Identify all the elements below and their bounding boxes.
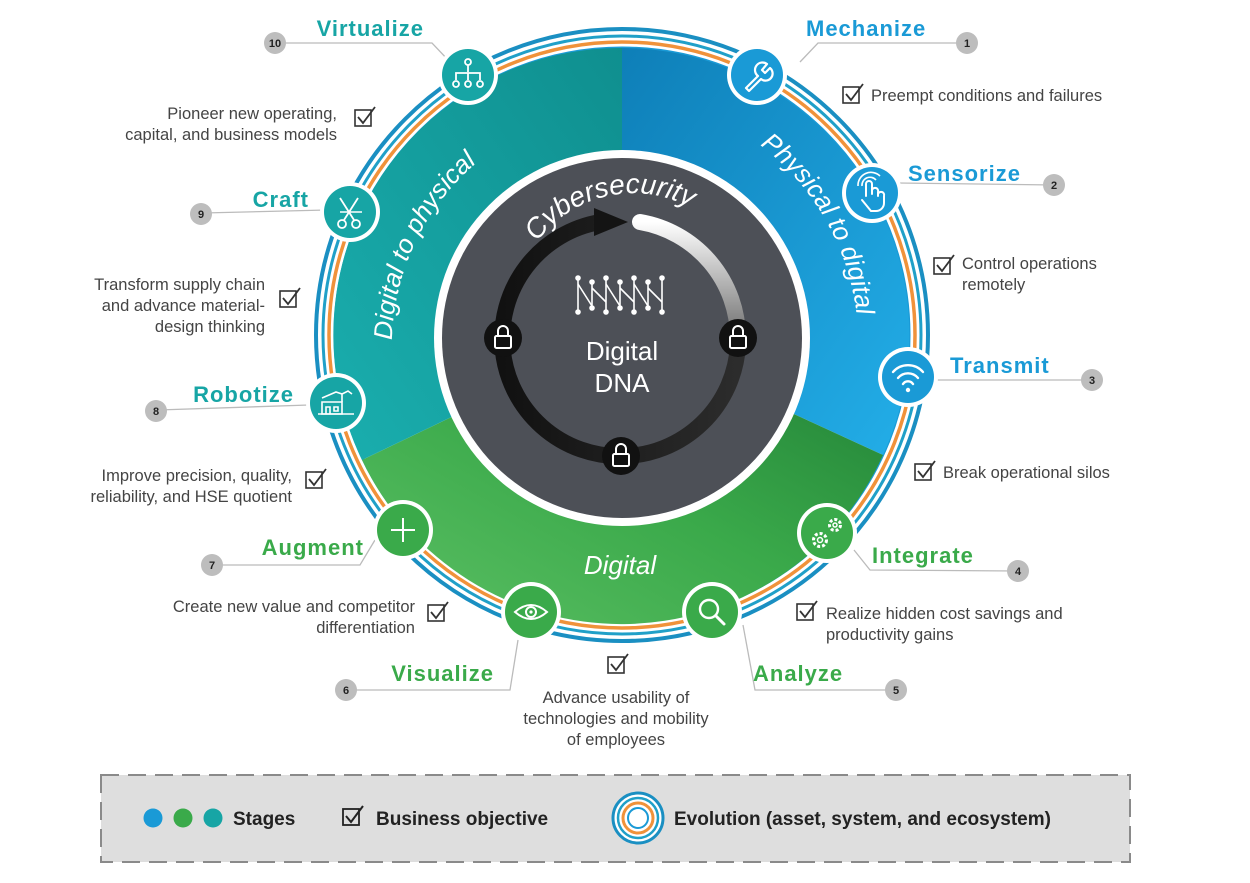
checkbox-icon [427, 601, 449, 622]
svg-text:9: 9 [198, 209, 204, 221]
objective-9: Pioneer new operating,capital, and busin… [125, 105, 337, 144]
legend: Stages Business objective Evolution (ass… [100, 774, 1131, 863]
svg-text:1: 1 [964, 38, 970, 50]
stage-name-sensorize: Sensorize [908, 161, 1021, 186]
checkbox-icon [279, 287, 301, 308]
segment-label-digital: Digital [584, 550, 657, 580]
stage-name-integrate: Integrate [872, 543, 974, 568]
wifi-icon [878, 347, 938, 407]
checkbox-icon [933, 254, 955, 275]
stage-number-badge: 2 [1043, 174, 1065, 196]
stage-icons [306, 45, 938, 642]
legend-green-dot [173, 808, 193, 828]
stage-number-badge: 5 [885, 679, 907, 701]
stage-name-augment: Augment [262, 535, 364, 560]
legend-evolution-label: Evolution (asset, system, and ecosystem) [674, 809, 1051, 830]
lock-icon [484, 319, 522, 357]
touch-icon [842, 163, 902, 223]
stage-name-virtualize: Virtualize [317, 16, 424, 41]
legend-checkbox-icon [342, 805, 364, 826]
svg-text:2: 2 [1051, 180, 1057, 192]
objective-1: Preempt conditions and failures [871, 87, 1102, 105]
core-title-line1: Digital [586, 336, 658, 366]
svg-text:4: 4 [1015, 566, 1022, 578]
cybersecurity-ring [494, 208, 746, 465]
svg-text:8: 8 [153, 406, 159, 418]
checkbox-icon [305, 468, 327, 489]
dna-icon [575, 275, 665, 315]
stage-number-badge: 8 [145, 400, 167, 422]
legend-evolution-icon [611, 791, 665, 845]
objective-checkboxes [279, 83, 955, 674]
legend-stages-label: Stages [233, 809, 295, 830]
objective-7: Improve precision, quality,reliability, … [91, 467, 293, 506]
checkbox-icon [842, 83, 864, 104]
svg-text:6: 6 [343, 685, 349, 697]
svg-text:10: 10 [269, 38, 281, 50]
magnifier-icon [682, 582, 742, 642]
network-icon [438, 45, 498, 105]
stage-name-mechanize: Mechanize [806, 16, 926, 41]
checkbox-icon [607, 653, 629, 674]
svg-text:5: 5 [893, 685, 899, 697]
checkbox-icon [914, 460, 936, 481]
scissors-icon [320, 182, 380, 242]
gears-icon [797, 503, 857, 563]
plus-icon [373, 500, 433, 560]
stage-number-badge: 4 [1007, 560, 1029, 582]
lock-icon [602, 437, 640, 475]
checkbox-icon [354, 106, 376, 127]
legend-blue-dot [143, 808, 163, 828]
stage-number-badge: 1 [956, 32, 978, 54]
stage-number-badge: 3 [1081, 369, 1103, 391]
eye-icon [501, 582, 561, 642]
factory-robot-icon [306, 373, 366, 433]
stage-name-robotize: Robotize [193, 382, 294, 407]
stage-name-craft: Craft [253, 187, 309, 212]
legend-teal-dot [203, 808, 223, 828]
stage-name-analyze: Analyze [753, 661, 843, 686]
lock-icon [719, 319, 757, 357]
stage-name-visualize: Visualize [391, 661, 494, 686]
stage-number-badge: 9 [190, 203, 212, 225]
objective-3: Break operational silos [943, 464, 1110, 482]
stage-connectors [157, 42, 1092, 691]
svg-text:3: 3 [1089, 375, 1095, 387]
core-title-line2: DNA [595, 368, 651, 398]
stage-number-badge: 7 [201, 554, 223, 576]
legend-objective-label: Business objective [376, 809, 548, 830]
checkbox-icon [796, 600, 818, 621]
stage-number-badges: 1 2 3 4 5 6 7 8 9 10 [145, 32, 1103, 701]
stage-name-transmit: Transmit [950, 353, 1050, 378]
svg-text:7: 7 [209, 560, 215, 572]
wrench-icon [727, 45, 787, 105]
stage-number-badge: 10 [264, 32, 286, 54]
stage-number-badge: 6 [335, 679, 357, 701]
